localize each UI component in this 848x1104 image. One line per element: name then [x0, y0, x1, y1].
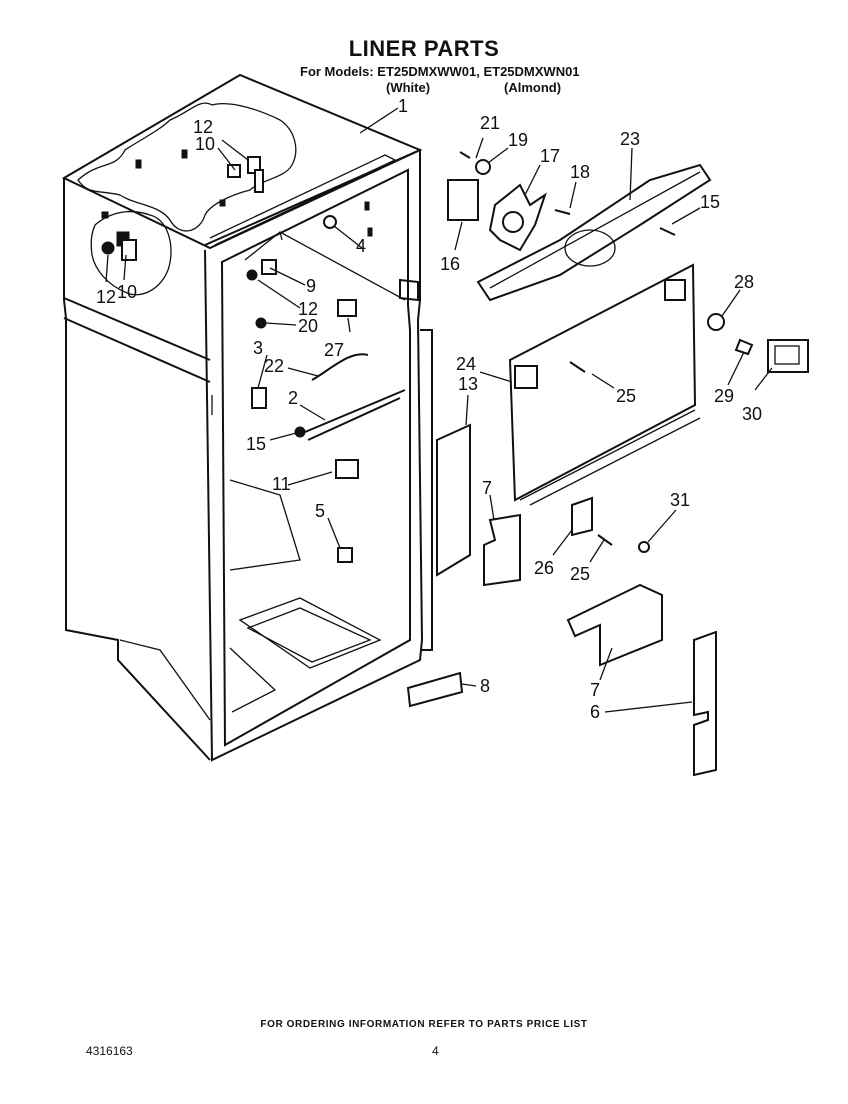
color-almond-label: (Almond): [504, 80, 562, 95]
callout-15a: 15: [246, 434, 266, 454]
callout-4: 4: [356, 236, 366, 256]
callout-23: 23: [620, 129, 640, 149]
callout-12c: 12: [298, 299, 318, 319]
callout-7b: 7: [590, 680, 600, 700]
document-number: 4316163: [86, 1044, 133, 1058]
callout-19: 19: [508, 130, 528, 150]
callout-27: 27: [324, 340, 344, 360]
callout-8: 8: [480, 676, 490, 696]
callout-25b: 25: [570, 564, 590, 584]
air-duct: [476, 163, 712, 302]
callout-25a: 25: [616, 386, 636, 406]
callout-10b: 10: [117, 282, 137, 302]
ordering-note: FOR ORDERING INFORMATION REFER TO PARTS …: [260, 1019, 588, 1030]
page-title: LINER PARTS: [348, 36, 500, 61]
callout-9: 9: [306, 276, 316, 296]
callout-13: 13: [458, 374, 478, 394]
cabinet-small-parts: [101, 156, 406, 563]
callout-24: 24: [456, 354, 476, 374]
callout-12b: 12: [96, 287, 116, 307]
models-line: For Models: ET25DMXWW01, ET25DMXWN01: [300, 64, 580, 79]
loose-panels: [406, 423, 717, 777]
callout-10a: 10: [195, 134, 215, 154]
callout-6: 6: [590, 702, 600, 722]
color-white-label: (White): [386, 80, 431, 95]
callout-5: 5: [315, 501, 325, 521]
callout-20: 20: [298, 316, 318, 336]
callout-15b: 15: [700, 192, 720, 212]
fan-motor-assembly: [447, 151, 571, 252]
callout-1: 1: [398, 96, 408, 116]
leader-lines: [105, 107, 773, 713]
callout-11: 11: [272, 474, 291, 494]
callout-labels: 1 2 3 4 5 6 7 7 8 9 10 10 11 12 12 12 13…: [96, 96, 762, 722]
callout-2: 2: [288, 388, 298, 408]
callout-22: 22: [264, 356, 284, 376]
evaporator-cover: [508, 263, 701, 506]
callout-30: 30: [742, 404, 762, 424]
callout-7a: 7: [482, 478, 492, 498]
control-parts: [707, 313, 809, 373]
liner-cabinet: [61, 73, 433, 762]
callout-29: 29: [714, 386, 734, 406]
callout-3: 3: [253, 338, 263, 358]
callout-26: 26: [534, 558, 554, 578]
callout-21: 21: [480, 113, 500, 133]
page-number: 4: [432, 1044, 439, 1058]
callout-16: 16: [440, 254, 460, 274]
callout-18: 18: [570, 162, 590, 182]
callout-31: 31: [670, 490, 690, 510]
callout-17: 17: [540, 146, 560, 166]
callout-12a: 12: [193, 117, 213, 137]
callout-28: 28: [734, 272, 754, 292]
